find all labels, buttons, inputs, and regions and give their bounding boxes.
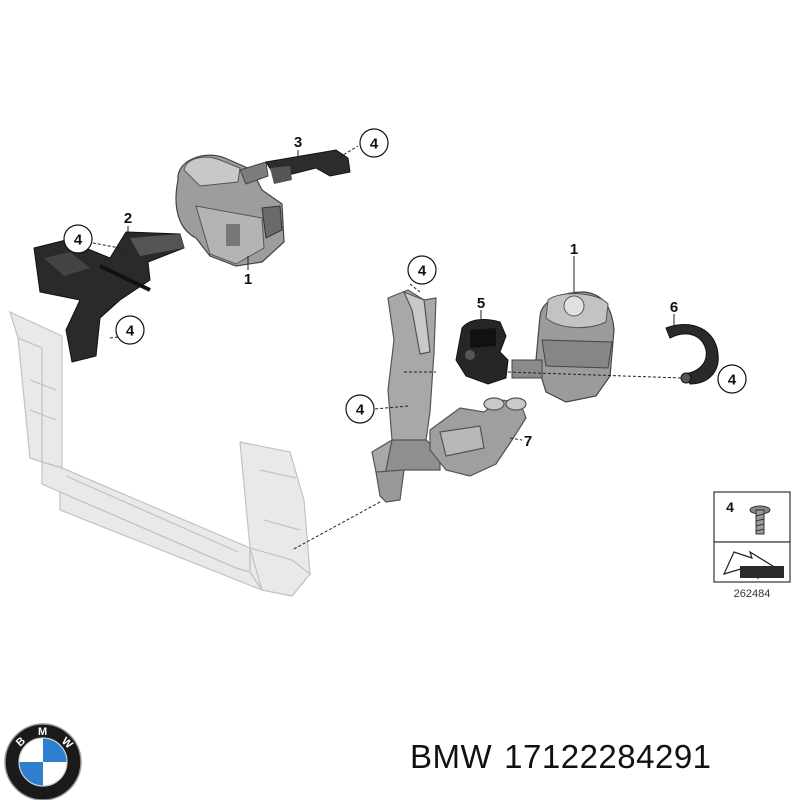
callout-4-left-lower: 4 xyxy=(115,315,145,345)
part-number-7: 7 xyxy=(524,433,532,450)
part-number-1-lower: 1 xyxy=(570,241,578,258)
part-number-3: 3 xyxy=(294,134,302,151)
water-pump-upper xyxy=(175,154,285,267)
legend-box: 4 262484 xyxy=(713,491,791,600)
svg-text:4: 4 xyxy=(728,372,737,389)
legend-part-number: 4 xyxy=(726,499,734,515)
brand-name: BMW xyxy=(410,738,493,775)
callout-4-bracket-left: 4 xyxy=(345,394,375,424)
part-caption: BMW 17122284291 xyxy=(410,738,712,776)
clamp-part-6 xyxy=(665,323,719,385)
radiator-frame xyxy=(9,310,311,597)
bmw-logo: B M W xyxy=(3,722,83,800)
part-number: 17122284291 xyxy=(504,738,712,775)
reference-number: 262484 xyxy=(734,588,771,600)
valve-part-7 xyxy=(429,397,527,477)
callout-4-upper-left: 4 xyxy=(63,224,93,254)
callout-4-right: 4 xyxy=(717,364,747,394)
clip-part-3 xyxy=(265,149,351,184)
water-pump-lower xyxy=(511,291,615,403)
part-number-2: 2 xyxy=(124,210,132,227)
svg-text:4: 4 xyxy=(418,263,427,280)
svg-text:4: 4 xyxy=(74,232,83,249)
svg-text:4: 4 xyxy=(126,323,135,340)
clip-part-5 xyxy=(455,319,509,385)
svg-text:M: M xyxy=(38,726,47,738)
svg-text:4: 4 xyxy=(356,402,365,419)
part-number-6: 6 xyxy=(670,299,678,316)
part-number-5: 5 xyxy=(477,295,485,312)
callout-4-bracket-top: 4 xyxy=(407,255,437,285)
pointer-lines xyxy=(127,150,675,326)
svg-text:4: 4 xyxy=(370,136,379,153)
mounting-bracket-center xyxy=(371,289,441,503)
callout-4-top-right: 4 xyxy=(359,128,389,158)
bracket-part-2 xyxy=(33,231,185,363)
part-number-1-upper: 1 xyxy=(244,271,252,288)
leader-lines xyxy=(87,145,683,551)
screw-icon xyxy=(749,505,771,535)
reference-arrow-icon xyxy=(722,550,784,580)
